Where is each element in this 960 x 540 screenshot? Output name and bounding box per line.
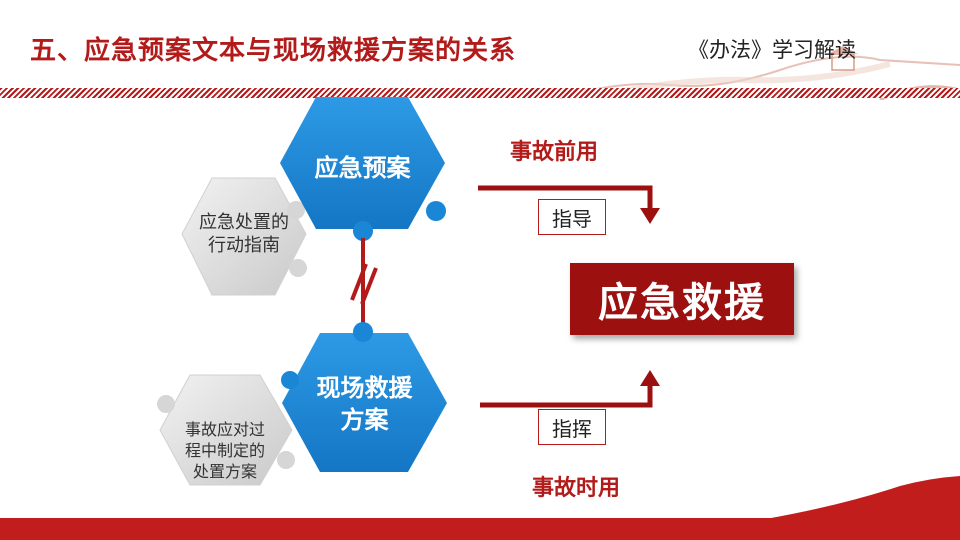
scene-note-text: 事故应对过 程中制定的 处置方案 [166, 420, 284, 482]
command-box: 指挥 [538, 409, 606, 445]
header-stripe [0, 88, 960, 98]
plan-note-text: 应急处置的 行动指南 [184, 212, 304, 257]
during-accident-label: 事故时用 [532, 476, 621, 501]
scene-note-line: 程中制定的 [184, 440, 265, 460]
break-mark [350, 263, 368, 301]
guide-box: 指导 [538, 199, 606, 235]
puzzle-knob [426, 201, 446, 221]
plan-note-line: 行动指南 [208, 234, 280, 256]
guide-arrow-head [640, 208, 660, 224]
emergency-rescue-box: 应急救援 [570, 263, 794, 335]
puzzle-knob [353, 322, 373, 342]
page-subtitle: 《办法》学习解读 [688, 38, 856, 62]
bottom-wave-decoration [760, 476, 960, 520]
break-mark [360, 267, 378, 305]
plan-note-line: 应急处置的 [199, 212, 289, 233]
scene-hex [282, 333, 447, 472]
command-arrow-head [640, 370, 660, 386]
puzzle-knob [281, 371, 299, 389]
page-title: 五、应急预案文本与现场救援方案的关系 [30, 36, 517, 66]
scene-note-line: 事故应对过 [184, 420, 265, 439]
scene-note-hex [159, 374, 293, 486]
puzzle-knob [277, 451, 295, 469]
puzzle-knob [289, 259, 307, 277]
scene-note-line: 处置方案 [192, 461, 257, 481]
puzzle-knob [353, 221, 373, 241]
puzzle-knob [157, 395, 175, 413]
scene-hex-line: 现场救援 [316, 374, 413, 402]
scene-hex-line: 方案 [340, 406, 389, 435]
puzzle-knob [287, 201, 305, 219]
plan-hex [280, 97, 445, 229]
plan-note-hex [181, 177, 307, 296]
scene-hex-label: 现场救援 方案 [292, 372, 437, 437]
bottom-band [0, 518, 960, 540]
command-arrow [480, 382, 653, 408]
plan-hex-label: 应急预案 [314, 154, 411, 182]
guide-arrow [478, 185, 653, 212]
before-accident-label: 事故前用 [510, 140, 599, 165]
